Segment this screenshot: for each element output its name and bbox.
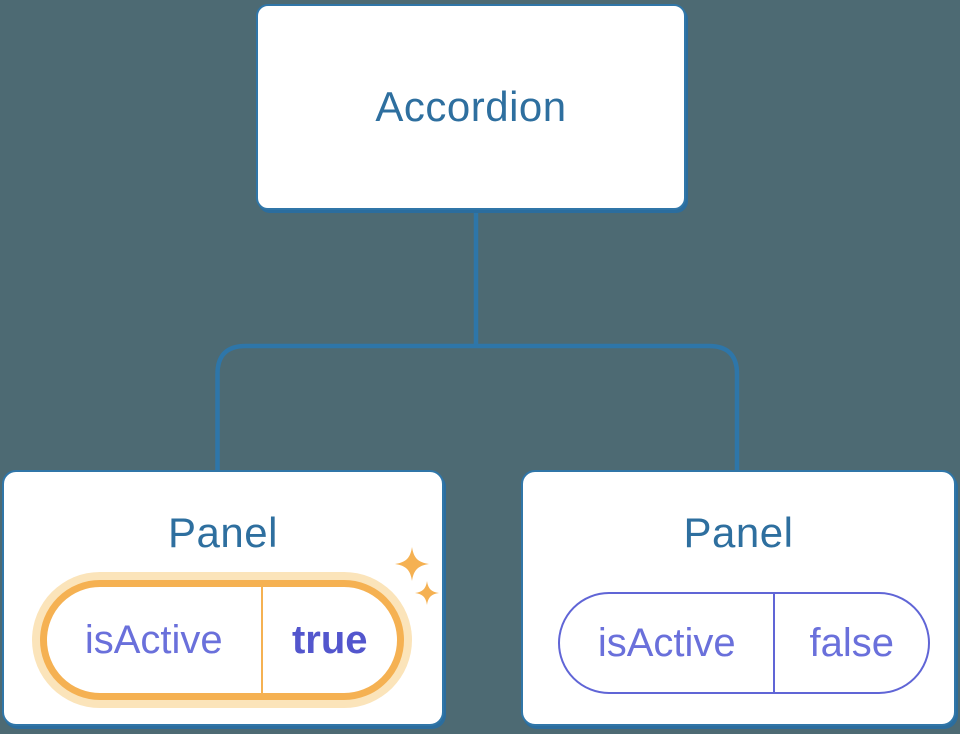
connector-branch-bracket xyxy=(215,343,740,473)
panel-node-label: Panel xyxy=(683,509,794,556)
pill-divider xyxy=(773,594,776,692)
tree-node-panel-inactive: Panel isActive false xyxy=(521,470,956,726)
state-pill-inactive: isActive false xyxy=(558,592,930,694)
state-pill-active: isActive true xyxy=(40,580,404,700)
tree-node-panel-active: Panel isActive true xyxy=(2,470,444,726)
state-prop-name: isActive xyxy=(84,618,223,662)
state-prop-value: true xyxy=(291,618,368,662)
panel-node-label: Panel xyxy=(168,509,278,556)
sparkles-icon xyxy=(395,547,439,605)
state-prop-value: false xyxy=(809,621,894,665)
tree-node-accordion: Accordion xyxy=(256,4,686,210)
pill-divider xyxy=(260,587,263,693)
accordion-node-label: Accordion xyxy=(375,83,567,130)
state-prop-name: isActive xyxy=(597,621,736,665)
